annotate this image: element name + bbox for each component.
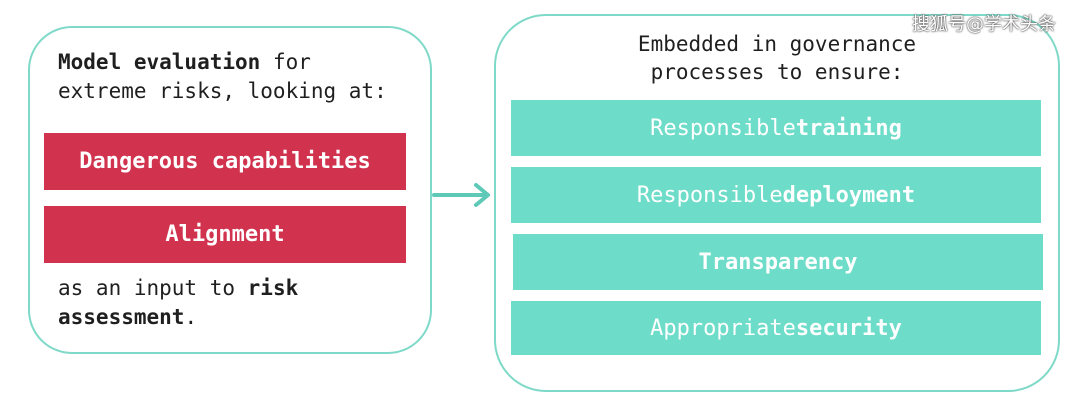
evaluation-heading-bold: Model evaluation — [58, 50, 261, 74]
right-arrow-icon — [432, 183, 490, 207]
transparency-box: Transparency — [513, 234, 1043, 290]
evaluation-footer: as an input to risk assessment. — [58, 274, 298, 332]
footer-text: as an input to — [58, 276, 248, 300]
governance-panel: Embedded in governance processes to ensur… — [494, 14, 1060, 392]
box-bold-text: Transparency — [698, 249, 858, 275]
governance-heading-line1: Embedded in governance — [637, 32, 917, 56]
footer-bold-assessment: assessment — [58, 305, 185, 329]
box-bold-text: deployment — [782, 182, 916, 208]
watermark: 搜狐号@学术头条 — [912, 14, 1056, 35]
box-bold-text: training — [795, 115, 902, 141]
responsible-deployment-box: Responsible deployment — [511, 167, 1041, 223]
governance-heading: Embedded in governance processes to ensur… — [496, 30, 1058, 86]
evaluation-heading-rest: for — [260, 50, 311, 74]
box-plain-text: Appropriate — [650, 315, 796, 341]
dangerous-capabilities-box: Dangerous capabilities — [44, 133, 406, 190]
footer-bold-risk: risk — [247, 276, 299, 300]
governance-heading-line2: processes to ensure: — [650, 60, 904, 84]
responsible-training-box: Responsible training — [511, 100, 1041, 156]
box-bold-text: security — [795, 315, 902, 341]
alignment-box: Alignment — [44, 206, 406, 263]
evaluation-heading: Model evaluation for extreme risks, looki… — [58, 48, 387, 106]
evaluation-heading-line2: extreme risks, looking at: — [58, 79, 387, 103]
box-plain-text: Responsible — [650, 115, 796, 141]
box-plain-text: Responsible — [636, 182, 783, 208]
footer-end: . — [184, 305, 198, 329]
appropriate-security-box: Appropriate security — [511, 301, 1041, 355]
evaluation-panel: Model evaluation for extreme risks, looki… — [28, 26, 432, 354]
